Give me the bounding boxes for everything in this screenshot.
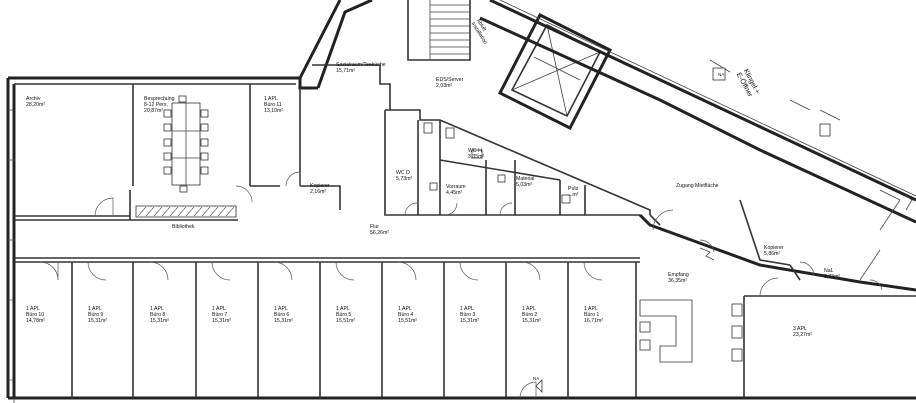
room-label-bibliothek: Bibliothek: [172, 224, 195, 230]
room-label-zugang: Zugang Mietfläche: [676, 183, 719, 189]
room-label-putz: Putz...m²: [568, 186, 579, 199]
room-label-na-top: NA: [718, 72, 725, 77]
room-label-na-entrance: NA: [533, 376, 540, 381]
